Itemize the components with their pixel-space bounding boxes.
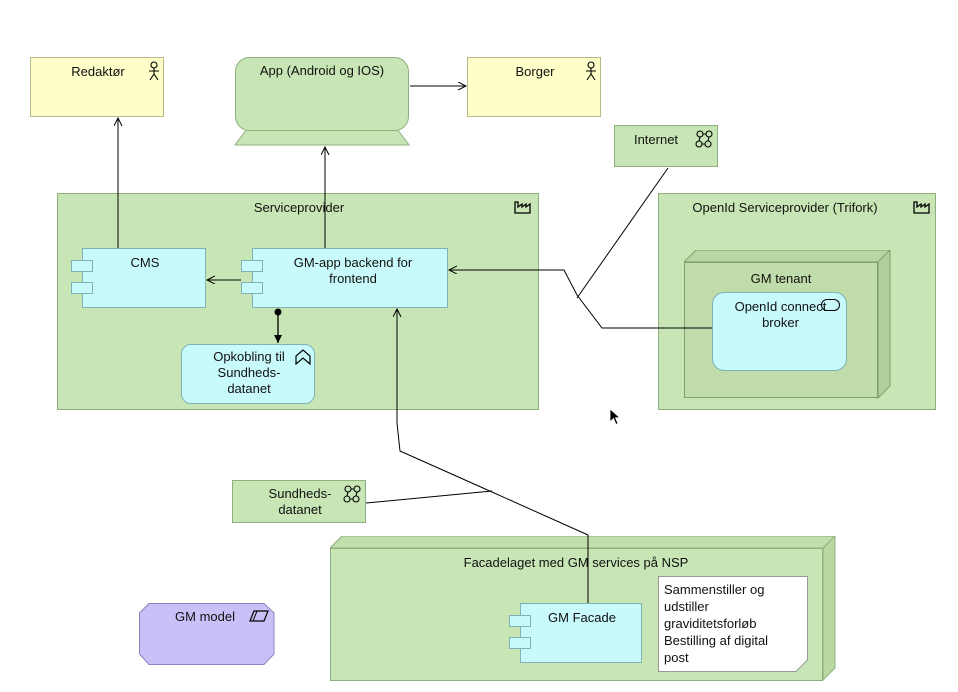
gm-backend-component[interactable]: GM-app backend for frontend (252, 248, 448, 308)
note-text: Sammenstiller og udstiller graviditetsfo… (664, 581, 804, 666)
internet-network[interactable]: Internet (614, 125, 718, 167)
factory-icon (514, 201, 531, 214)
opkobling-function[interactable]: Opkobling til Sundheds-datanet (181, 344, 315, 404)
component-tab-icon (241, 260, 263, 272)
network-icon (695, 130, 713, 148)
component-tab-icon (509, 615, 531, 627)
openid-serviceprovider-label: OpenId Serviceprovider (Trifork) (692, 200, 878, 215)
cms-component[interactable]: CMS (82, 248, 206, 308)
actor-icon (586, 61, 596, 81)
actor-icon (149, 61, 159, 81)
gm-backend-label: GM-app backend for frontend (293, 255, 413, 286)
app-label: App (Android og IOS) (259, 63, 385, 78)
broker-to-backend-line (449, 270, 712, 329)
note-line: udstiller (664, 599, 709, 614)
factory-icon (913, 201, 930, 214)
facade-to-backend-line (397, 309, 589, 603)
component-tab-icon (509, 637, 531, 649)
borger-label: Borger (515, 64, 555, 79)
borger-actor[interactable]: Borger (467, 57, 601, 117)
openid-broker-label: OpenId connect broker (734, 299, 827, 330)
sundhedsdatanet-label: Sundheds-datanet (268, 486, 332, 517)
gm-facade-component[interactable]: GM Facade (520, 603, 642, 663)
note-line: Sammenstiller og (664, 582, 765, 597)
cms-label: CMS (130, 255, 160, 270)
openid-broker-service[interactable]: OpenId connect broker (712, 292, 847, 371)
note-line: graviditetsforløb (664, 616, 757, 631)
component-tab-icon (71, 282, 93, 294)
service-icon (821, 299, 840, 311)
internet-label: Internet (633, 132, 679, 147)
component-tab-icon (71, 260, 93, 272)
redaktor-actor[interactable]: Redaktør (30, 57, 164, 117)
redaktor-label: Redaktør (71, 64, 125, 79)
gm-facade-label: GM Facade (548, 610, 616, 625)
gm-model-label: GM model (175, 609, 235, 624)
gm-model-shape[interactable] (139, 603, 275, 665)
sundhedsdatanet-network[interactable]: Sundheds-datanet (232, 480, 366, 523)
component-tab-icon (241, 282, 263, 294)
network-icon (343, 485, 361, 503)
function-icon (295, 349, 311, 365)
opkobling-label: Opkobling til Sundheds-datanet (213, 349, 285, 396)
gm-tenant-label: GM tenant (750, 271, 812, 286)
serviceprovider-label: Serviceprovider (253, 200, 345, 215)
note-line: Bestilling af digital (664, 633, 769, 648)
note-shape (658, 576, 808, 672)
sundhedsdatanet-line (365, 490, 493, 504)
internet-line (576, 167, 669, 299)
mouse-cursor-icon (609, 408, 621, 426)
app-device-shape[interactable] (233, 57, 411, 147)
artifact-icon (249, 610, 269, 622)
note-line: post (664, 650, 689, 665)
facadelaget-label: Facadelaget med GM services på NSP (463, 555, 689, 570)
